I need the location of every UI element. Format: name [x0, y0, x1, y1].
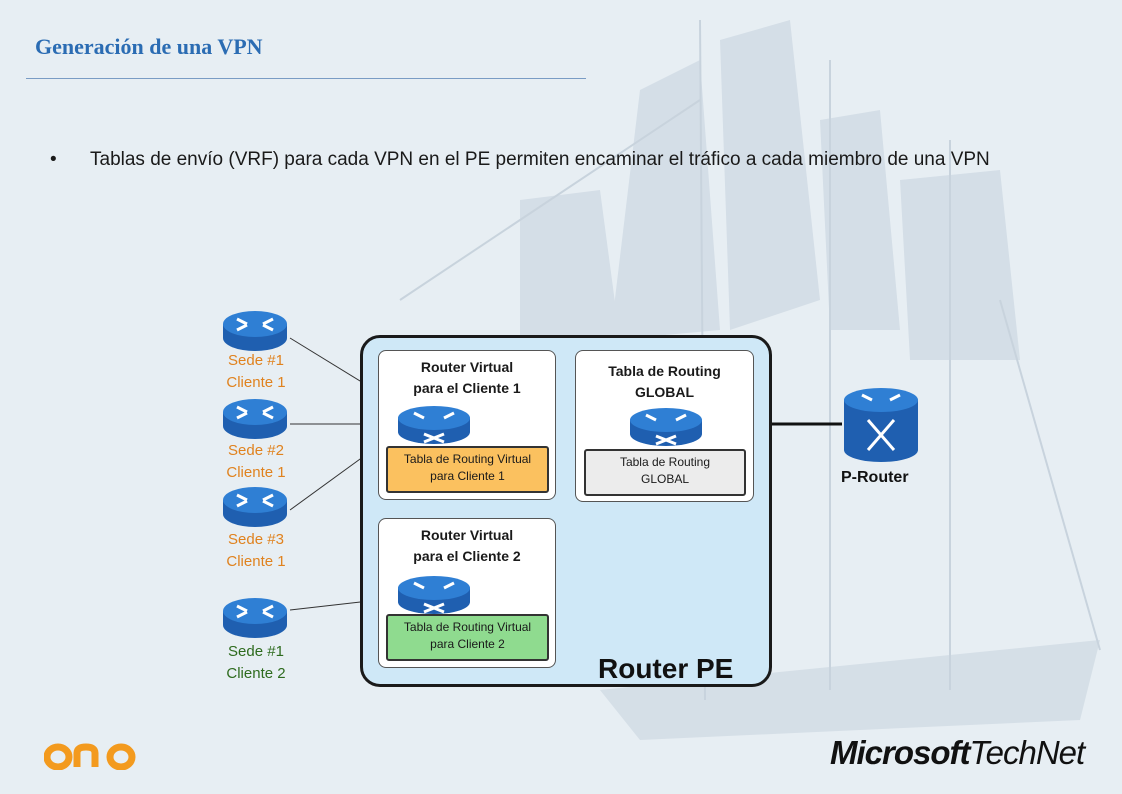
router-icon: [223, 311, 287, 351]
switch-router-icon: [398, 406, 470, 444]
bullet-dot: •: [50, 149, 57, 170]
p-router-icon: [844, 388, 918, 462]
bullet-text: Tablas de envío (VRF) para cada VPN en e…: [90, 149, 990, 170]
microsoft-technet-logo: MicrosoftTechNet: [830, 734, 1085, 771]
router-icon: [223, 487, 287, 527]
switch-router-icon: [630, 408, 702, 446]
p-router-label: P-Router: [841, 469, 909, 486]
ono-logo: [44, 743, 136, 770]
router-icon: [223, 598, 287, 638]
switch-router-icon: [398, 576, 470, 614]
router-pe-label: Router PE: [598, 653, 734, 684]
title-divider: [26, 78, 586, 79]
page-title: Generación de una VPN: [35, 34, 263, 59]
router-icon: [223, 399, 287, 439]
